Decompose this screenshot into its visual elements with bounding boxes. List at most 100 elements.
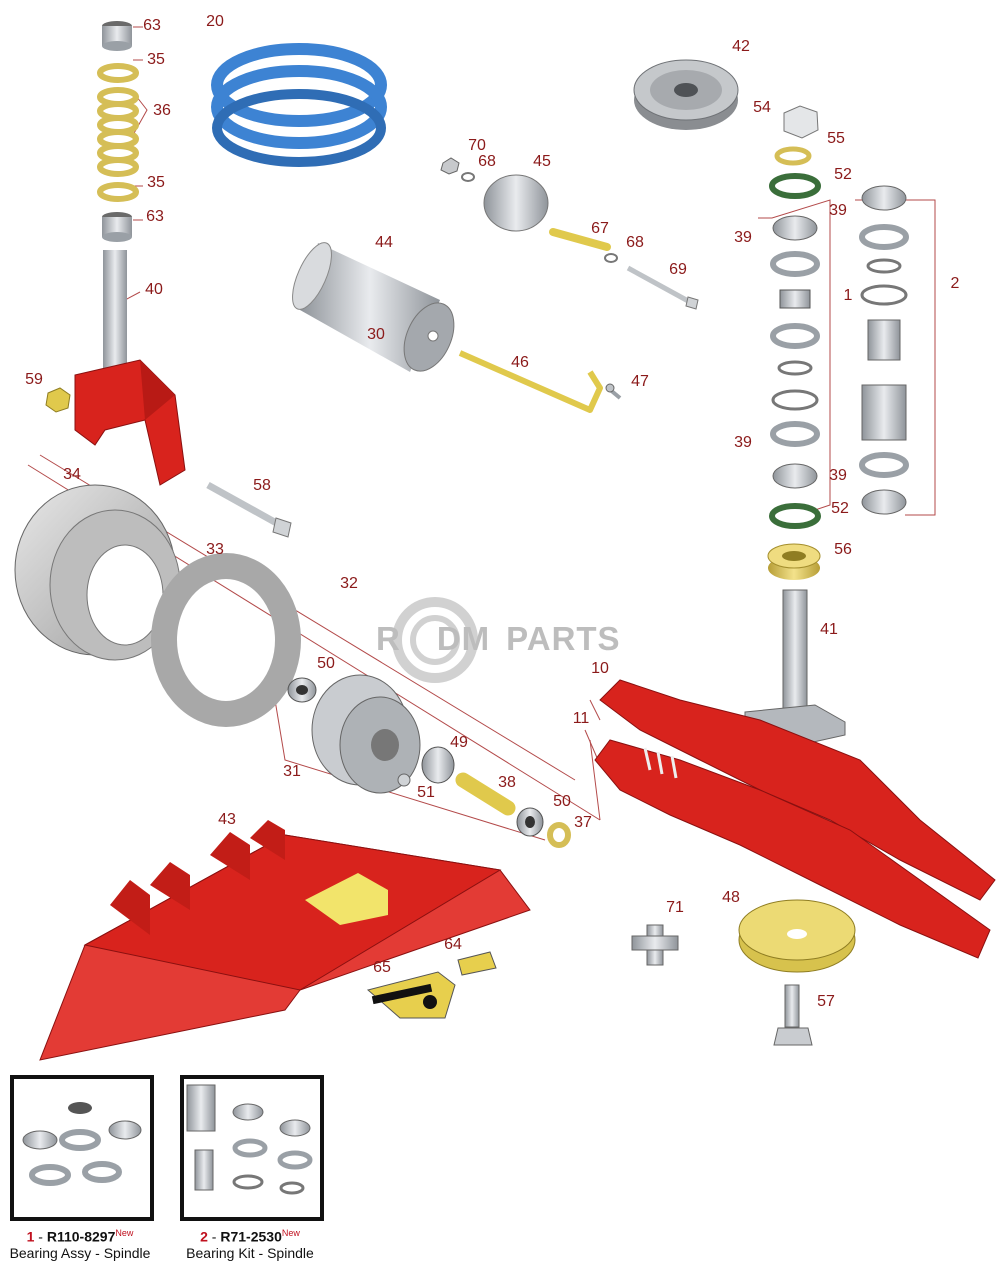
- universal-joint: [631, 924, 679, 966]
- watermark-right: PARTS: [506, 620, 621, 657]
- decal-warning: [366, 971, 456, 1019]
- callout-label: 64: [444, 936, 462, 953]
- tire: [14, 484, 181, 661]
- callout-label: 59: [25, 371, 43, 388]
- kit-1-caption: 1 - R110-8297New Bearing Assy - Spindle: [0, 1228, 175, 1261]
- pin: [549, 228, 611, 251]
- callout-label: 40: [145, 281, 163, 298]
- lock-nut: [45, 387, 71, 413]
- bearing-column-2: [859, 185, 909, 515]
- callout-label: 46: [511, 354, 529, 371]
- belt-rings: [211, 43, 387, 167]
- blade-guard-cup: [738, 899, 856, 973]
- wheel-bearing-left: [287, 677, 317, 703]
- callout-label: 68: [478, 153, 496, 170]
- seal-bottom: [769, 503, 821, 529]
- spacer-tube: [455, 772, 516, 816]
- kit-1-description: Bearing Assy - Spindle: [9, 1244, 151, 1261]
- watermark-left: R: [376, 620, 401, 657]
- callout-label: 44: [375, 234, 393, 251]
- callout-label: 71: [666, 899, 684, 916]
- spindle-nut: [783, 105, 819, 139]
- bushing-lower: [102, 212, 132, 242]
- callout-label: 52: [834, 166, 852, 183]
- callout-label: 39: [734, 434, 752, 451]
- wheel-bearing-right: [516, 807, 544, 837]
- roller-ball: [483, 174, 549, 232]
- callout-label: 63: [143, 17, 161, 34]
- callout-label: 54: [753, 99, 771, 116]
- callout-label: 65: [373, 959, 391, 976]
- callout-label: 35: [147, 174, 165, 191]
- bushing-top: [102, 21, 132, 51]
- seal-top: [769, 173, 821, 199]
- callout-label: 31: [283, 763, 301, 780]
- washer-stack: [97, 63, 139, 202]
- nut-small: [440, 157, 460, 175]
- kit-1-parts: [22, 1102, 142, 1186]
- washer-small: [461, 172, 475, 182]
- kit-2-badge: New: [281, 1228, 300, 1238]
- callout-label: 45: [533, 153, 551, 170]
- callout-label: 30: [367, 326, 385, 343]
- callout-label: 69: [669, 261, 687, 278]
- callout-label: 39: [734, 229, 752, 246]
- callout-label: 57: [817, 993, 835, 1010]
- callout-label: 35: [147, 51, 165, 68]
- callout-label: 52: [831, 500, 849, 517]
- grease-fitting: [397, 773, 411, 787]
- pulley: [633, 59, 739, 130]
- bolt-long: [626, 265, 699, 310]
- brass-bushing: [767, 543, 821, 580]
- watermark: R DM PARTS: [376, 620, 621, 658]
- axle-bolt: [206, 481, 292, 538]
- roller-rod: [458, 350, 603, 413]
- kit-2-caption: 2 - R71-2530New Bearing Kit - Spindle: [155, 1228, 345, 1261]
- wheel-washer: [547, 822, 571, 848]
- callout-label: 11: [572, 710, 590, 727]
- callout-label: 34: [63, 466, 81, 483]
- kit-2-index: 2: [200, 1228, 208, 1245]
- callout-label: 39: [829, 467, 847, 484]
- kit-1-frame: [10, 1075, 154, 1221]
- roller-cylinder: [292, 242, 455, 372]
- callout-label: 36: [153, 102, 171, 119]
- callout-label: 2: [950, 275, 960, 292]
- bolt-short: [605, 383, 622, 400]
- callout-label: 1: [843, 287, 853, 304]
- watermark-middle: DM: [436, 620, 491, 657]
- kit-2-part-number: R71-2530: [220, 1228, 282, 1245]
- callout-label: 39: [829, 202, 847, 219]
- kit-1-part-number: R110-8297: [46, 1228, 116, 1245]
- callout-label: 43: [218, 811, 236, 828]
- callout-label: 20: [206, 13, 224, 30]
- callout-label: 56: [834, 541, 852, 558]
- callout-label: 10: [591, 660, 609, 677]
- washer-pin: [604, 253, 618, 263]
- callout-label: 47: [631, 373, 649, 390]
- castor-yoke: [74, 250, 186, 486]
- spindle-washer: [774, 146, 812, 166]
- roller-bearing: [421, 746, 455, 784]
- decal-small: [457, 951, 497, 976]
- callout-label: 32: [340, 575, 358, 592]
- callout-label: 38: [498, 774, 516, 791]
- kit-1-index: 1: [26, 1228, 35, 1245]
- callout-label: 67: [591, 220, 609, 237]
- kit-2-title: 2 - R71-2530New: [200, 1228, 300, 1245]
- blade-bolt: [773, 984, 813, 1046]
- callout-label: 51: [417, 784, 435, 801]
- callout-label: 58: [253, 477, 271, 494]
- inner-tube: [151, 553, 301, 727]
- callout-label: 33: [206, 541, 224, 558]
- callout-label: 37: [574, 814, 592, 831]
- watermark-gear-icon: [392, 597, 478, 683]
- callout-label: 55: [827, 130, 845, 147]
- callout-label: 49: [450, 734, 468, 751]
- callout-label: 48: [722, 889, 740, 906]
- kit-1-badge: New: [115, 1228, 134, 1238]
- kit-2-parts: [186, 1084, 313, 1195]
- deck-shield: [39, 820, 531, 1061]
- kit-2-frame: [180, 1075, 324, 1221]
